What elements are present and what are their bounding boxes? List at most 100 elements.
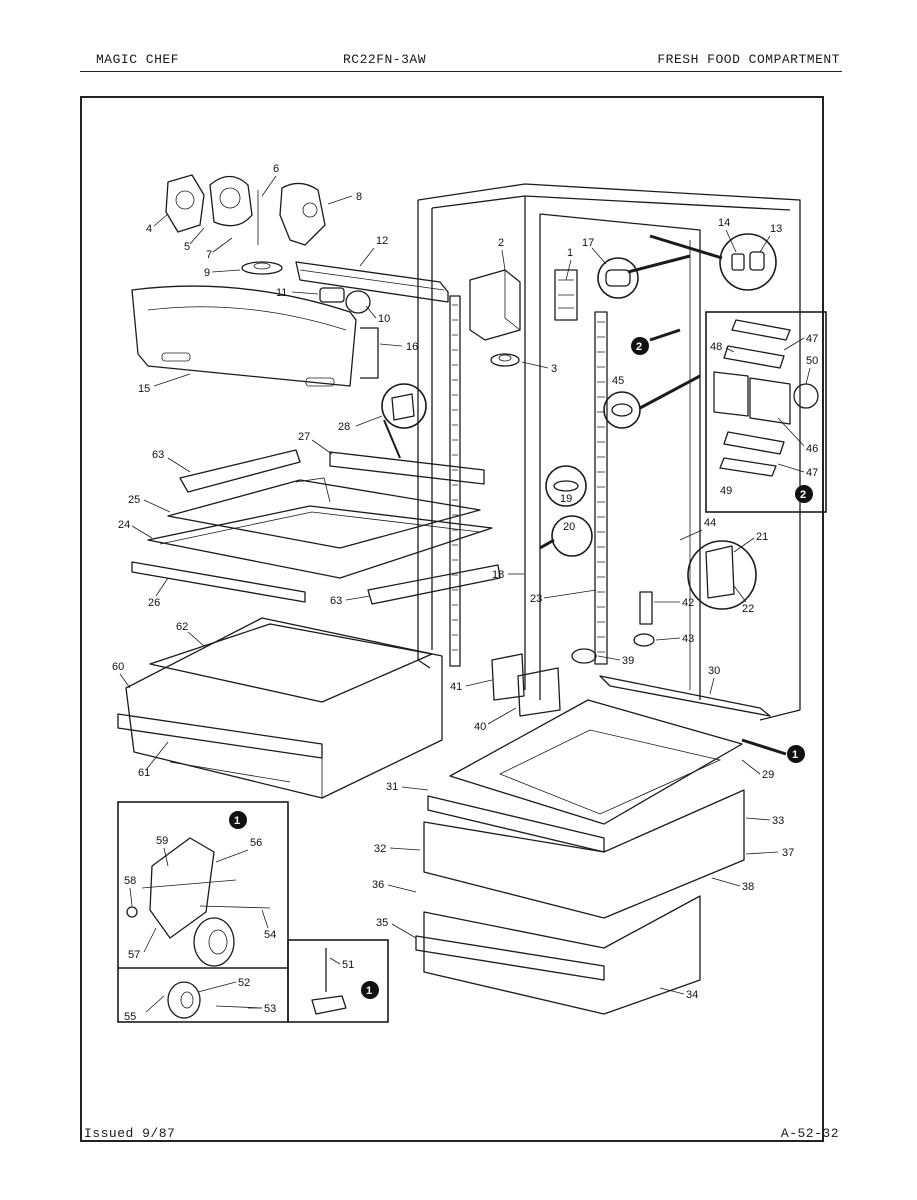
callout-28: 28 <box>338 421 350 433</box>
callout-13: 13 <box>770 223 782 235</box>
callout-51: 51 <box>342 959 354 971</box>
shelf-glass-upper <box>167 477 481 549</box>
shelf-frame-lower <box>147 505 493 579</box>
shelf-front-trim <box>329 451 485 485</box>
footer-page-number: A-52-32 <box>780 1126 839 1141</box>
callout-37: 37 <box>782 847 794 859</box>
callout-34: 34 <box>686 989 698 1001</box>
callout-50: 50 <box>806 355 818 367</box>
callout-41: 41 <box>450 681 462 693</box>
callout-42: 42 <box>682 597 694 609</box>
callout-52: 52 <box>238 977 250 989</box>
callout-3: 3 <box>551 363 557 375</box>
callout-23: 23 <box>530 593 542 605</box>
detail-marker-label: 2 <box>636 341 642 353</box>
callout-36: 36 <box>372 879 384 891</box>
detail-marker-label: 1 <box>792 749 798 761</box>
callout-38: 38 <box>742 881 754 893</box>
callout-32: 32 <box>374 843 386 855</box>
callout-22: 22 <box>742 603 754 615</box>
callout-labels: 1 2 3 4 5 6 7 8 9 10 11 12 13 14 15 16 1… <box>112 163 818 1023</box>
callout-27: 27 <box>298 431 310 443</box>
inset-circle-14-13 <box>719 233 777 291</box>
shelf-bracket-upper <box>179 449 301 493</box>
callout-63: 63 <box>152 449 164 461</box>
callout-17: 17 <box>582 237 594 249</box>
header-rule <box>80 71 842 72</box>
callout-44: 44 <box>704 517 716 529</box>
detail-marker-label: 1 <box>234 815 240 827</box>
callout-57: 57 <box>128 949 140 961</box>
callout-39: 39 <box>622 655 634 667</box>
callout-19: 19 <box>560 493 572 505</box>
detail-box-1 <box>117 801 289 1023</box>
diagram-frame <box>80 96 824 1142</box>
callout-11: 11 <box>276 287 287 299</box>
right-crisper-drawer-lower <box>415 895 701 1015</box>
callout-18: 18 <box>492 569 504 581</box>
callout-30: 30 <box>708 665 720 677</box>
callout-59: 59 <box>156 835 168 847</box>
callout-12: 12 <box>376 235 388 247</box>
callout-62: 62 <box>176 621 188 633</box>
callout-49: 49 <box>720 485 732 497</box>
callout-29: 29 <box>762 769 774 781</box>
inset-circle-17 <box>597 257 639 299</box>
cover-handle <box>360 327 379 379</box>
callout-26: 26 <box>148 597 160 609</box>
callout-35: 35 <box>376 917 388 929</box>
light-bracket <box>295 261 449 303</box>
callout-4: 4 <box>146 223 152 235</box>
callout-43: 43 <box>682 633 694 645</box>
thermostat-control <box>554 269 578 321</box>
callout-40: 40 <box>474 721 486 733</box>
callout-33: 33 <box>772 815 784 827</box>
callout-46: 46 <box>806 443 818 455</box>
callout-15: 15 <box>138 383 150 395</box>
callout-63b: 63 <box>330 595 342 607</box>
callout-45: 45 <box>612 375 624 387</box>
detail-pointers <box>383 234 787 756</box>
light-housing <box>469 269 521 367</box>
inset-circle-45 <box>603 391 641 429</box>
shelf-front-trim-lower <box>131 561 306 603</box>
callout-10: 10 <box>378 313 390 325</box>
callout-8: 8 <box>356 191 362 203</box>
light-socket-and-bulb <box>319 287 371 314</box>
callout-58: 58 <box>124 875 136 887</box>
callout-54: 54 <box>264 929 276 941</box>
detail-marker-disks: 2 2 1 1 1 <box>229 337 813 999</box>
callout-53: 53 <box>264 1003 276 1015</box>
callout-60: 60 <box>112 661 124 673</box>
callout-1: 1 <box>567 247 573 259</box>
callout-48: 48 <box>710 341 722 353</box>
shelf-ladder-right <box>594 311 608 665</box>
right-crisper-cover <box>449 675 771 825</box>
callout-24: 24 <box>118 519 130 531</box>
cabinet-liner <box>417 183 801 721</box>
callout-61: 61 <box>138 767 150 779</box>
callout-25: 25 <box>128 494 140 506</box>
callout-31: 31 <box>386 781 398 793</box>
header-model-number: RC22FN-3AW <box>343 52 427 67</box>
callout-16: 16 <box>406 341 418 353</box>
light-cover <box>131 285 357 387</box>
header-brand: MAGIC CHEF <box>96 52 180 67</box>
hinge-and-cap-parts <box>491 591 655 717</box>
callout-6: 6 <box>273 163 279 175</box>
inset-circle-21-22 <box>687 540 757 610</box>
left-crisper-drawer <box>117 617 443 799</box>
inset-circle-28 <box>381 383 427 429</box>
callout-5: 5 <box>184 241 190 253</box>
callout-14: 14 <box>718 217 730 229</box>
detail-box-2 <box>705 311 827 513</box>
detail-box-leveler <box>287 939 389 1023</box>
detail-marker-label: 2 <box>800 489 806 501</box>
callout-2: 2 <box>498 237 504 249</box>
right-crisper-drawer-upper <box>423 789 745 919</box>
detail-marker-label: 1 <box>366 985 372 997</box>
callout-47: 47 <box>806 333 818 345</box>
callout-47b: 47 <box>806 467 818 479</box>
callout-20: 20 <box>563 521 575 533</box>
